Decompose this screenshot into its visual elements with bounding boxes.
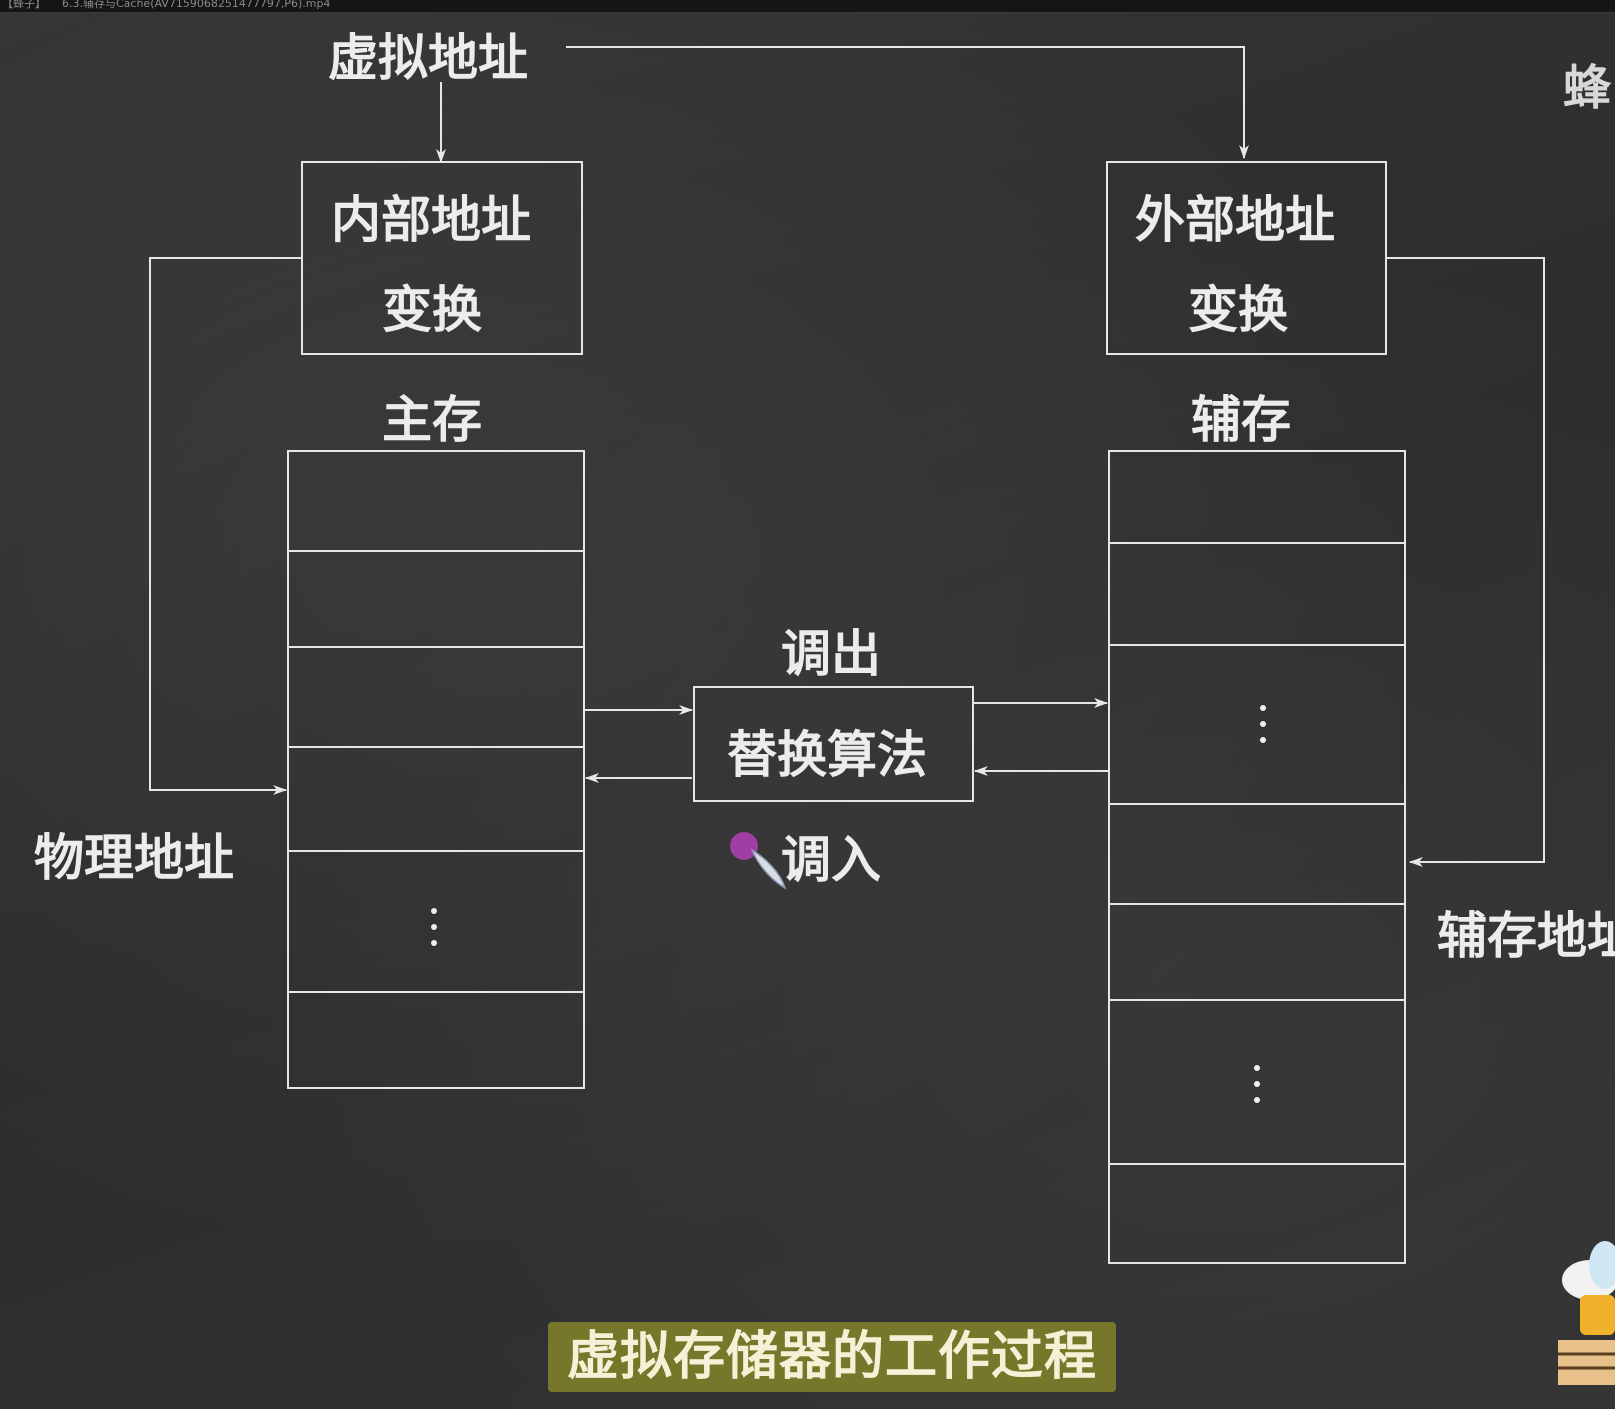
feather-cursor-icon [750,848,787,890]
bee-mascot-icon [1558,1241,1615,1385]
label-replacement-algorithm: 替换算法 [727,726,927,784]
main-memory-ellipsis [431,908,437,956]
caption-text: 虚拟存储器的工作过程 [566,1327,1097,1387]
label-internal-transform-line1: 内部地址 [331,191,531,249]
pointer-dot [730,832,758,860]
aux-memory-ellipsis-upper [1260,705,1266,753]
label-aux-address: 辅存地址 [1437,907,1615,965]
label-physical-address: 物理地址 [34,829,234,887]
aux-memory-block [1108,450,1406,1264]
label-external-transform-line2: 变换 [1188,281,1288,339]
arrow-external-to-aux [1386,257,1545,867]
corner-brand-text: 蜂 [1563,60,1612,116]
label-swap-in: 调入 [781,831,881,889]
main-memory-block [287,450,585,1089]
replacement-algorithm-box [693,686,974,802]
label-virtual-address: 虚拟地址 [328,29,528,87]
window-title-bar: 【蜂子】 6.3.辅存与Cache(AV7159068251477797,P6)… [0,0,1615,13]
arrow-va-to-external [566,46,1249,159]
label-main-memory: 主存 [382,391,482,449]
label-aux-memory: 辅存 [1191,391,1291,449]
label-external-transform-line1: 外部地址 [1135,191,1335,249]
label-swap-out: 调出 [781,625,881,683]
aux-memory-ellipsis-lower [1254,1065,1260,1113]
label-internal-transform-line2: 变换 [382,281,482,339]
caption-bar: 虚拟存储器的工作过程 [548,1322,1116,1392]
arrow-internal-to-physical [149,257,302,795]
window-title-file: 6.3.辅存与Cache(AV7159068251477797,P6).mp4 [62,0,331,10]
window-title-left: 【蜂子】 [2,0,46,10]
